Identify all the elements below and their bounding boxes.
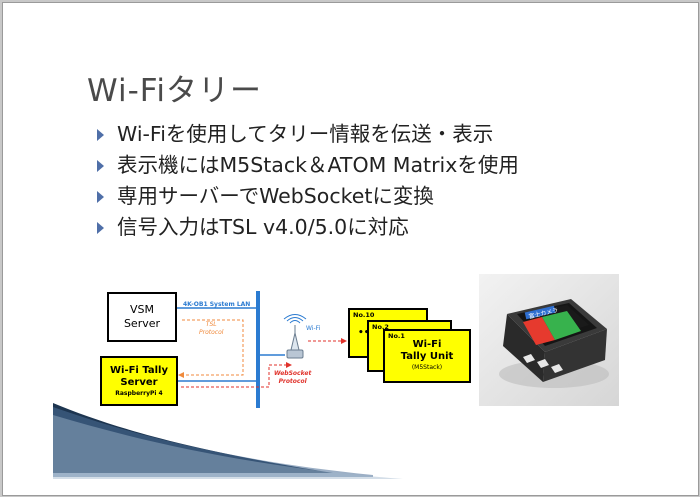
bullet-item: 専用サーバーでWebSocketに変換 [97,181,519,212]
wave-decoration [53,403,403,479]
bullet-arrow-icon [97,129,104,141]
bullet-item: 表示機にはM5Stack＆ATOM Matrixを使用 [97,150,519,181]
wifi-label: Wi-Fi [306,325,321,332]
websocket-protocol-label: WebSocket Protocol [274,370,312,385]
bullet-item: Wi-Fiを使用してタリー情報を伝送・表示 [97,119,519,150]
tsl-protocol-label: TSL Protocol [199,321,224,336]
vsm-server-box: VSM Server [107,292,177,342]
bullet-arrow-icon [97,191,104,203]
access-point-icon [283,314,307,359]
bullet-arrow-icon [97,222,104,234]
bullet-item: 信号入力はTSL v4.0/5.0に対応 [97,212,519,243]
websocket-path [181,364,289,388]
bullet-list: Wi-Fiを使用してタリー情報を伝送・表示 表示機にはM5Stack＆ATOM … [97,119,519,243]
m5stack-photo: 富士カメラ [479,274,619,406]
tsl-path [181,319,244,376]
network-diagram [177,291,347,408]
tally-server-box: Wi-Fi Tally Server RaspberryPi 4 [100,356,178,406]
ellipsis: ••• [358,328,375,338]
slide-title: Wi-Fiタリー [87,73,262,109]
bullet-arrow-icon [97,160,104,172]
tally-unit-card-1: No.1 Wi-Fi Tally Unit (M5Stack) [383,329,471,383]
lan-label: 4K-OB1 System LAN [183,301,251,308]
